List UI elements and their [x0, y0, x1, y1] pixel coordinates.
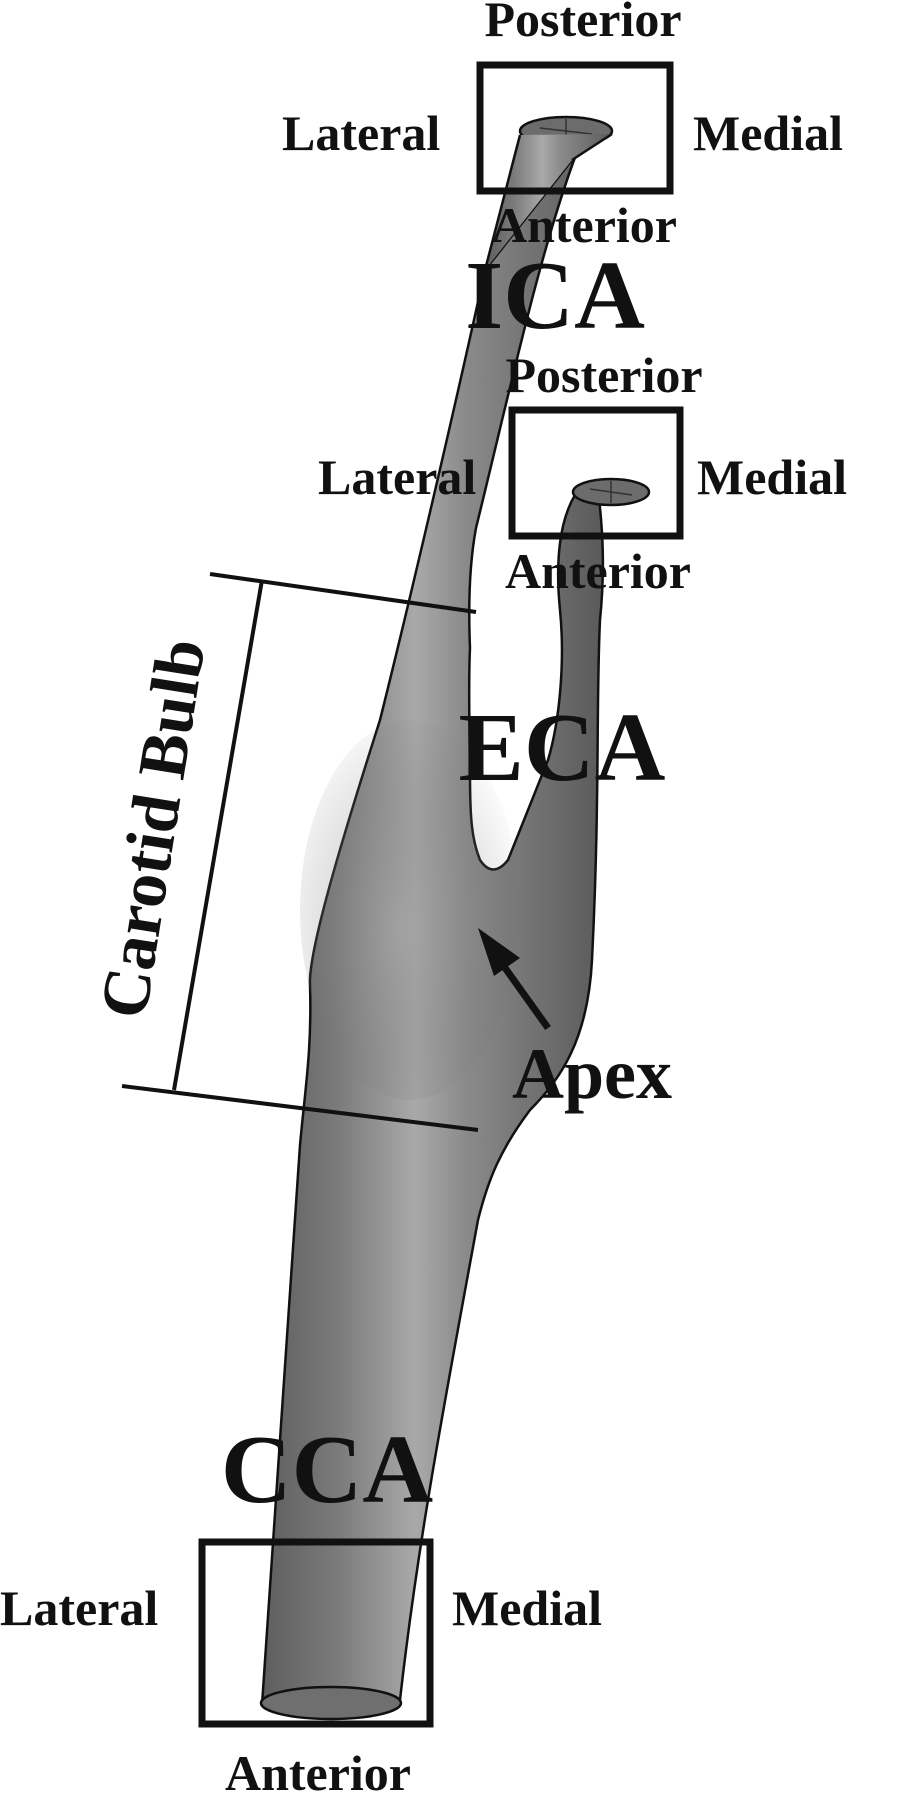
ica-lateral-label: Lateral [282, 105, 440, 161]
eca-lateral-label: Lateral [318, 449, 476, 505]
ica-posterior-label: Posterior [484, 0, 681, 47]
cca-label: CCA [221, 1416, 434, 1524]
cca-orientation-box [198, 1538, 434, 1728]
cca-lateral-label: Lateral [0, 1580, 158, 1636]
bulb-shading [300, 720, 520, 1100]
eca-anterior-label: Anterior [505, 543, 691, 599]
bulb-bracket-line [172, 579, 264, 1091]
ica-anterior-label: Anterior [491, 197, 677, 253]
ica-neck [485, 134, 612, 270]
eca-medial-label: Medial [697, 449, 847, 505]
ica-label: ICA [465, 242, 645, 350]
cca-anterior-label: Anterior [225, 1745, 411, 1800]
eca-label: ECA [459, 694, 666, 802]
eca-orientation-box [508, 406, 684, 540]
apex-label: Apex [512, 1034, 672, 1114]
ica-medial-label: Medial [693, 105, 843, 161]
apex-arrow-head [478, 928, 520, 976]
apex-arrow-shaft [495, 955, 551, 1031]
bulb-top-line [209, 572, 477, 614]
ica-orientation-box [476, 61, 674, 195]
cca-end-cap [259, 1685, 403, 1721]
cca-medial-label: Medial [452, 1580, 602, 1636]
eca-posterior-label: Posterior [505, 347, 702, 403]
carotid-bulb-label: Carotid Bulb [85, 634, 220, 1023]
bulb-bottom-line [121, 1084, 479, 1132]
